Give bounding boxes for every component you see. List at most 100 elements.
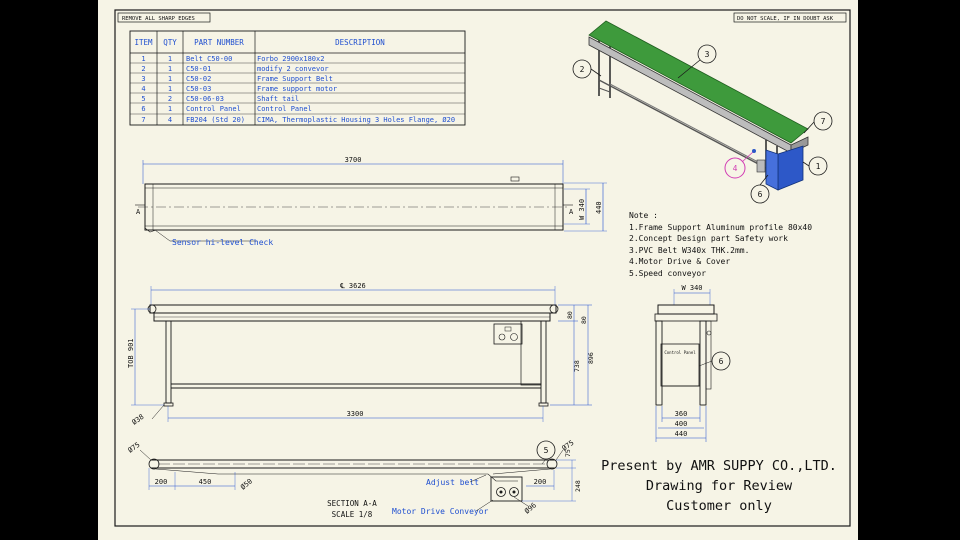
isometric-view: 2 3 7 1 6 4 [572,20,833,204]
bom-cell-part: Belt C50-00 [186,55,232,63]
adjust-belt-label: Adjust belt [426,478,479,487]
section-scale: SCALE 1/8 [332,510,373,519]
side-dim-360: 360 [675,410,688,418]
bom-cell-desc: modify 2 convevor [257,65,329,73]
side-control-panel [660,343,700,387]
bom-cell-desc: Frame support motor [257,85,337,93]
balloon-1: 1 [816,162,821,171]
bom-cell-item: 3 [141,75,145,83]
bom-cell-item: 6 [141,105,145,113]
section-mark-left: A [136,208,141,216]
bom-cell-part: FB204 (Std 20) [186,116,245,124]
bom-cell-desc: Shaft tail [257,95,299,103]
bom-cell-qty: 4 [168,116,172,124]
section-dim-200-right: 200 [534,478,547,486]
sheet-border [114,9,851,527]
bom-cell-qty: 1 [168,65,172,73]
bom-cell-part: C50-03 [186,85,211,93]
sensor-label: Sensor hi-level Check [172,238,273,247]
bom-cell-part: C50-01 [186,65,211,73]
front-dia-38: Ø38 [131,413,146,427]
belt-surface [588,20,809,144]
note-1: 1.Frame Support Aluminum profile 80x40 [629,222,813,232]
note-5: 5.Speed conveyor [629,268,707,278]
front-centre-length: ℄ 3626 [339,282,366,290]
technical-drawing: REMOVE ALL SHARP EDGES DO NOT SCALE, IF … [114,9,851,527]
bom-cell-desc: Control Panel [257,105,312,113]
front-tob-dim: TOB 901 [127,338,135,368]
header-left-box [117,12,211,23]
section-mark-right: A [569,208,574,216]
balloon-4: 4 [733,164,738,173]
header-left-note: REMOVE ALL SHARP EDGES [122,16,195,22]
balloon-3: 3 [705,50,710,59]
side-dim-440: 440 [675,430,688,438]
front-dim-80b: 80 [580,316,588,324]
front-view: ℄ 3626 80 80 738 896 [127,282,595,427]
section-dim-200-left: 200 [155,478,168,486]
header-right-note: DO NOT SCALE, IF IN DOUBT ASK [737,16,834,22]
front-control-panel [493,323,523,345]
bom-cell-part: C50-02 [186,75,211,83]
note-4: 4.Motor Drive & Cover [629,257,731,266]
note-2: 2.Concept Design part Safety work [629,234,788,243]
bom-cell-item: 2 [141,65,145,73]
front-dim-896: 896 [587,352,595,364]
section-dia-50: Ø50 [239,477,254,491]
top-width-inner: W 340 [578,199,586,220]
section-dim-75: 75 [564,449,572,457]
balloon-5: 5 [544,446,549,455]
title-block: Present by AMR SUPPY CO.,LTD. Drawing fo… [586,456,852,516]
drawing-sheet: REMOVE ALL SHARP EDGES DO NOT SCALE, IF … [98,0,858,540]
bom-header-desc: DESCRIPTION [335,38,385,47]
bom-cell-qty: 2 [168,95,172,103]
bom-cell-qty: 1 [168,55,172,63]
balloon-6-side: 6 [719,357,724,366]
bom-cell-item: 4 [141,85,145,93]
bom-header-part: PART NUMBER [194,38,244,47]
front-dim-3300: 3300 [347,410,364,418]
side-view: W 340 Control Panel 6 360 400 440 [654,284,731,442]
bom-cell-part: Control Panel [186,105,241,113]
section-dia-75-left: Ø75 [127,441,142,455]
section-dim-450: 450 [199,478,212,486]
motor-drive-label: Motor Drive Conveyor [392,507,489,516]
top-width-outer: 440 [595,201,603,214]
balloon-2: 2 [580,65,585,74]
front-dim-80: 80 [566,311,574,319]
bill-of-materials: ITEM QTY PART NUMBER DESCRIPTION 1 1 Belt … [129,30,466,126]
title-line-2: Drawing for Review [645,478,793,494]
side-dim-400: 400 [675,420,688,428]
bom-cell-qty: 1 [168,75,172,83]
bom-header-item: ITEM [134,38,153,47]
motor-drive [490,476,523,502]
side-width: W 340 [681,284,702,292]
bom-header-qty: QTY [163,38,177,47]
notes-block: Note : 1.Frame Support Aluminum profile … [629,210,812,279]
section-title: SECTION A-A [327,499,377,508]
section-dia-96: Ø96 [523,501,538,515]
top-view: 3700 A A W 340 440 Sensor hi-level Check [135,156,607,247]
top-length-dim: 3700 [345,156,362,164]
motor-cover [777,145,804,191]
bom-cell-item: 5 [141,95,145,103]
bom-cell-desc: CIMA, Thermoplastic Housing 3 Holes Flan… [257,116,455,124]
notes-title: Note : [629,211,658,220]
bom-cell-qty: 1 [168,105,172,113]
header-right-box [733,12,847,23]
bom-cell-item: 7 [141,116,145,124]
balloon-7: 7 [821,117,826,126]
bom-cell-qty: 1 [168,85,172,93]
bom-cell-part: C50-06-03 [186,95,224,103]
bom-cell-desc: Frame Support Belt [257,75,333,83]
section-dim-248: 248 [574,480,582,492]
bom-cell-desc: Forbo 2900x180x2 [257,55,324,63]
balloon-6: 6 [758,190,763,199]
section-view: 5 Ø75 Ø75 200 450 Ø50 200 75 248 Ø96 Adj… [127,439,582,519]
title-line-1: Present by AMR SUPPY CO.,LTD. [601,458,837,474]
bom-cell-item: 1 [141,55,145,63]
side-panel-label: Control Panel [664,350,696,355]
front-dim-738: 738 [573,360,581,372]
title-line-3: Customer only [666,498,772,514]
note-3: 3.PVC Belt W340x THK.2mm. [629,245,750,255]
